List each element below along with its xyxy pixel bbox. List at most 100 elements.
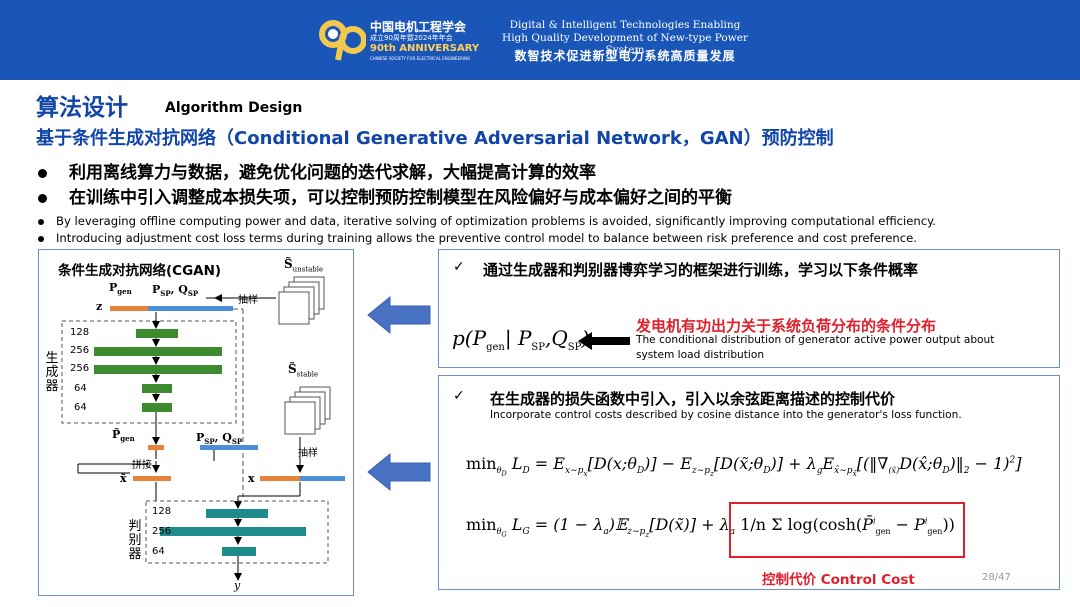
s-unstable-label: S̃unstable [284,257,323,273]
black-arrow-icon [578,332,630,350]
left-arrow-icon [367,452,431,492]
page-title-en: Algorithm Design [165,100,303,116]
label-sub: SP [160,289,171,299]
anniversary-logo-icon [319,20,366,61]
top-condition-label: PSP, QSP [152,283,198,298]
label-text: , Q [214,431,232,444]
generator-box [61,320,237,424]
label-sub: SP [187,289,199,299]
cgan-title: 条件生成对抗网络(CGAN) [58,263,222,279]
bullet-dot-icon [38,218,44,225]
org-subtitle: 成立90周年暨2024年年会 [370,34,453,42]
gen-layer-1 [136,329,178,338]
bullet-text: 在训练中引入调整成本损失项，可以控制预防控制模型在风险偏好与成本偏好之间的平衡 [69,188,732,208]
control-cost-highlight [729,502,965,558]
probability-panel [438,249,1060,368]
page-number: 28/47 [982,572,1011,583]
label-sub: stable [296,370,319,379]
sample-label-1: 抽样 [238,295,258,306]
discriminator-loss-equation: minθD LD = Ex∼px[D(x;θD)] − Ez∼pz[D(x̃;θ… [466,454,1022,478]
disc-layer-1-size: 128 [152,506,172,517]
bullet-text: 利用离线算力与数据，避免优化问题的迭代求解，大幅提高计算的效率 [69,163,596,183]
check-icon: ✓ [453,388,465,404]
y-label: y [234,579,241,592]
gen-layer-2-size: 256 [70,345,90,356]
bullet-dot-icon [38,235,44,242]
z-label: z [96,300,103,313]
gen-layer-3 [94,365,222,374]
distribution-note-en-1: The conditional distribution of generato… [636,334,995,346]
x-tilde-label: x̃ [120,472,127,485]
page-title: 算法设计 [36,95,128,121]
disc-layer-1 [206,509,268,518]
control-cost-label: 控制代价 Control Cost [762,572,915,588]
loss-function-panel [438,375,1060,590]
label-sub: SP [231,437,243,447]
org-name-en: CHINESE SOCIETY FOR ELECTRICAL ENGINEERI… [370,56,471,61]
condition-input-bar [148,306,233,311]
bullet-en-1: By leveraging offline computing power an… [38,214,936,228]
bullet-cn-2: 在训练中引入调整成本损失项，可以控制预防控制模型在风险偏好与成本偏好之间的平衡 [38,183,732,208]
check-icon: ✓ [453,259,465,275]
label-text: P̃ [112,428,121,441]
bullet-en-2: Introducing adjustment cost loss terms d… [38,231,917,245]
label-text: S̃ [288,362,297,376]
gen-layer-1-size: 128 [70,327,90,338]
disc-layer-2 [160,527,306,536]
probability-heading: 通过生成器和判别器博弈学习的框架进行训练，学习以下条件概率 [483,261,919,279]
gen-layer-5 [142,403,172,412]
org-name-cn: 中国电机工程学会 [370,20,467,34]
bullet-cn-1: 利用离线算力与数据，避免优化问题的迭代求解，大幅提高计算的效率 [38,158,596,183]
loss-heading-en: Incorporate control costs described by c… [490,409,962,421]
mid-condition-label: PSP, QSP [196,431,242,446]
header-banner [0,0,1080,80]
gen-layer-4-size: 64 [74,383,87,394]
condition-bar [200,445,258,450]
anniversary-text: 90th ANNIVERSARY [370,43,480,54]
gen-layer-3-size: 256 [70,363,90,374]
gen-layer-5-size: 64 [74,402,87,413]
sample-label-2: 抽样 [298,448,318,459]
label-sub: unstable [292,265,324,274]
bullet-text: By leveraging offline computing power an… [56,214,936,228]
conditional-probability-formula: p(Pgen| PSP,QSP) [452,326,589,353]
label-text: P [109,281,118,294]
bullet-dot-icon [38,193,47,203]
pgen-output-bar [148,445,164,450]
label-sub: gen [117,287,132,297]
x-label: x [248,472,255,485]
unstable-samples-stack [278,276,325,325]
label-text: , Q [170,283,188,296]
page-subtitle: 基于条件生成对抗网络（Conditional Generative Advers… [36,128,834,149]
distribution-note-en-2: system load distribution [636,349,765,361]
slogan-en-line2: High Quality Development of New-type Pow… [502,32,748,56]
gen-layer-4 [142,384,172,393]
stable-samples-stack [284,386,331,435]
label-sub: gen [120,434,135,444]
top-pgen-label: Pgen [109,281,132,296]
pgen-output-label: P̃gen [112,428,135,443]
discriminator-label: 判别器 [128,519,142,562]
distribution-note: 发电机有功出力关于系统负荷分布的条件分布 [636,317,937,335]
gen-layer-2 [94,347,222,356]
loss-heading: 在生成器的损失函数中引入，引入以余弦距离描述的控制代价 [490,390,896,408]
disc-layer-3-size: 64 [152,546,165,557]
concat-label: 拼接 [132,460,152,471]
generator-loss-equation: minθG LG = (1 − λa)𝔼z∼pz[D(x̃)] + λa 1/n… [466,515,955,539]
discriminator-box [145,500,329,564]
disc-layer-2-size: 256 [152,526,172,537]
label-text: P [152,283,161,296]
label-sub: SP [204,437,215,447]
left-arrow-icon [367,295,431,335]
disc-layer-3 [222,547,256,556]
pgen-input-bar [110,306,148,311]
bullet-dot-icon [38,168,47,178]
label-text: P [196,431,205,444]
label-text: S̃ [284,257,293,271]
slogan-en-line1: Digital & Intelligent Technologies Enabl… [509,19,741,31]
s-stable-label: S̃stable [288,362,318,378]
generator-label: 生成器 [45,351,59,394]
bullet-text: Introducing adjustment cost loss terms d… [56,231,917,245]
slogan-cn: 数智技术促进新型电力系统高质量发展 [514,49,736,63]
cgan-diagram [61,276,345,581]
